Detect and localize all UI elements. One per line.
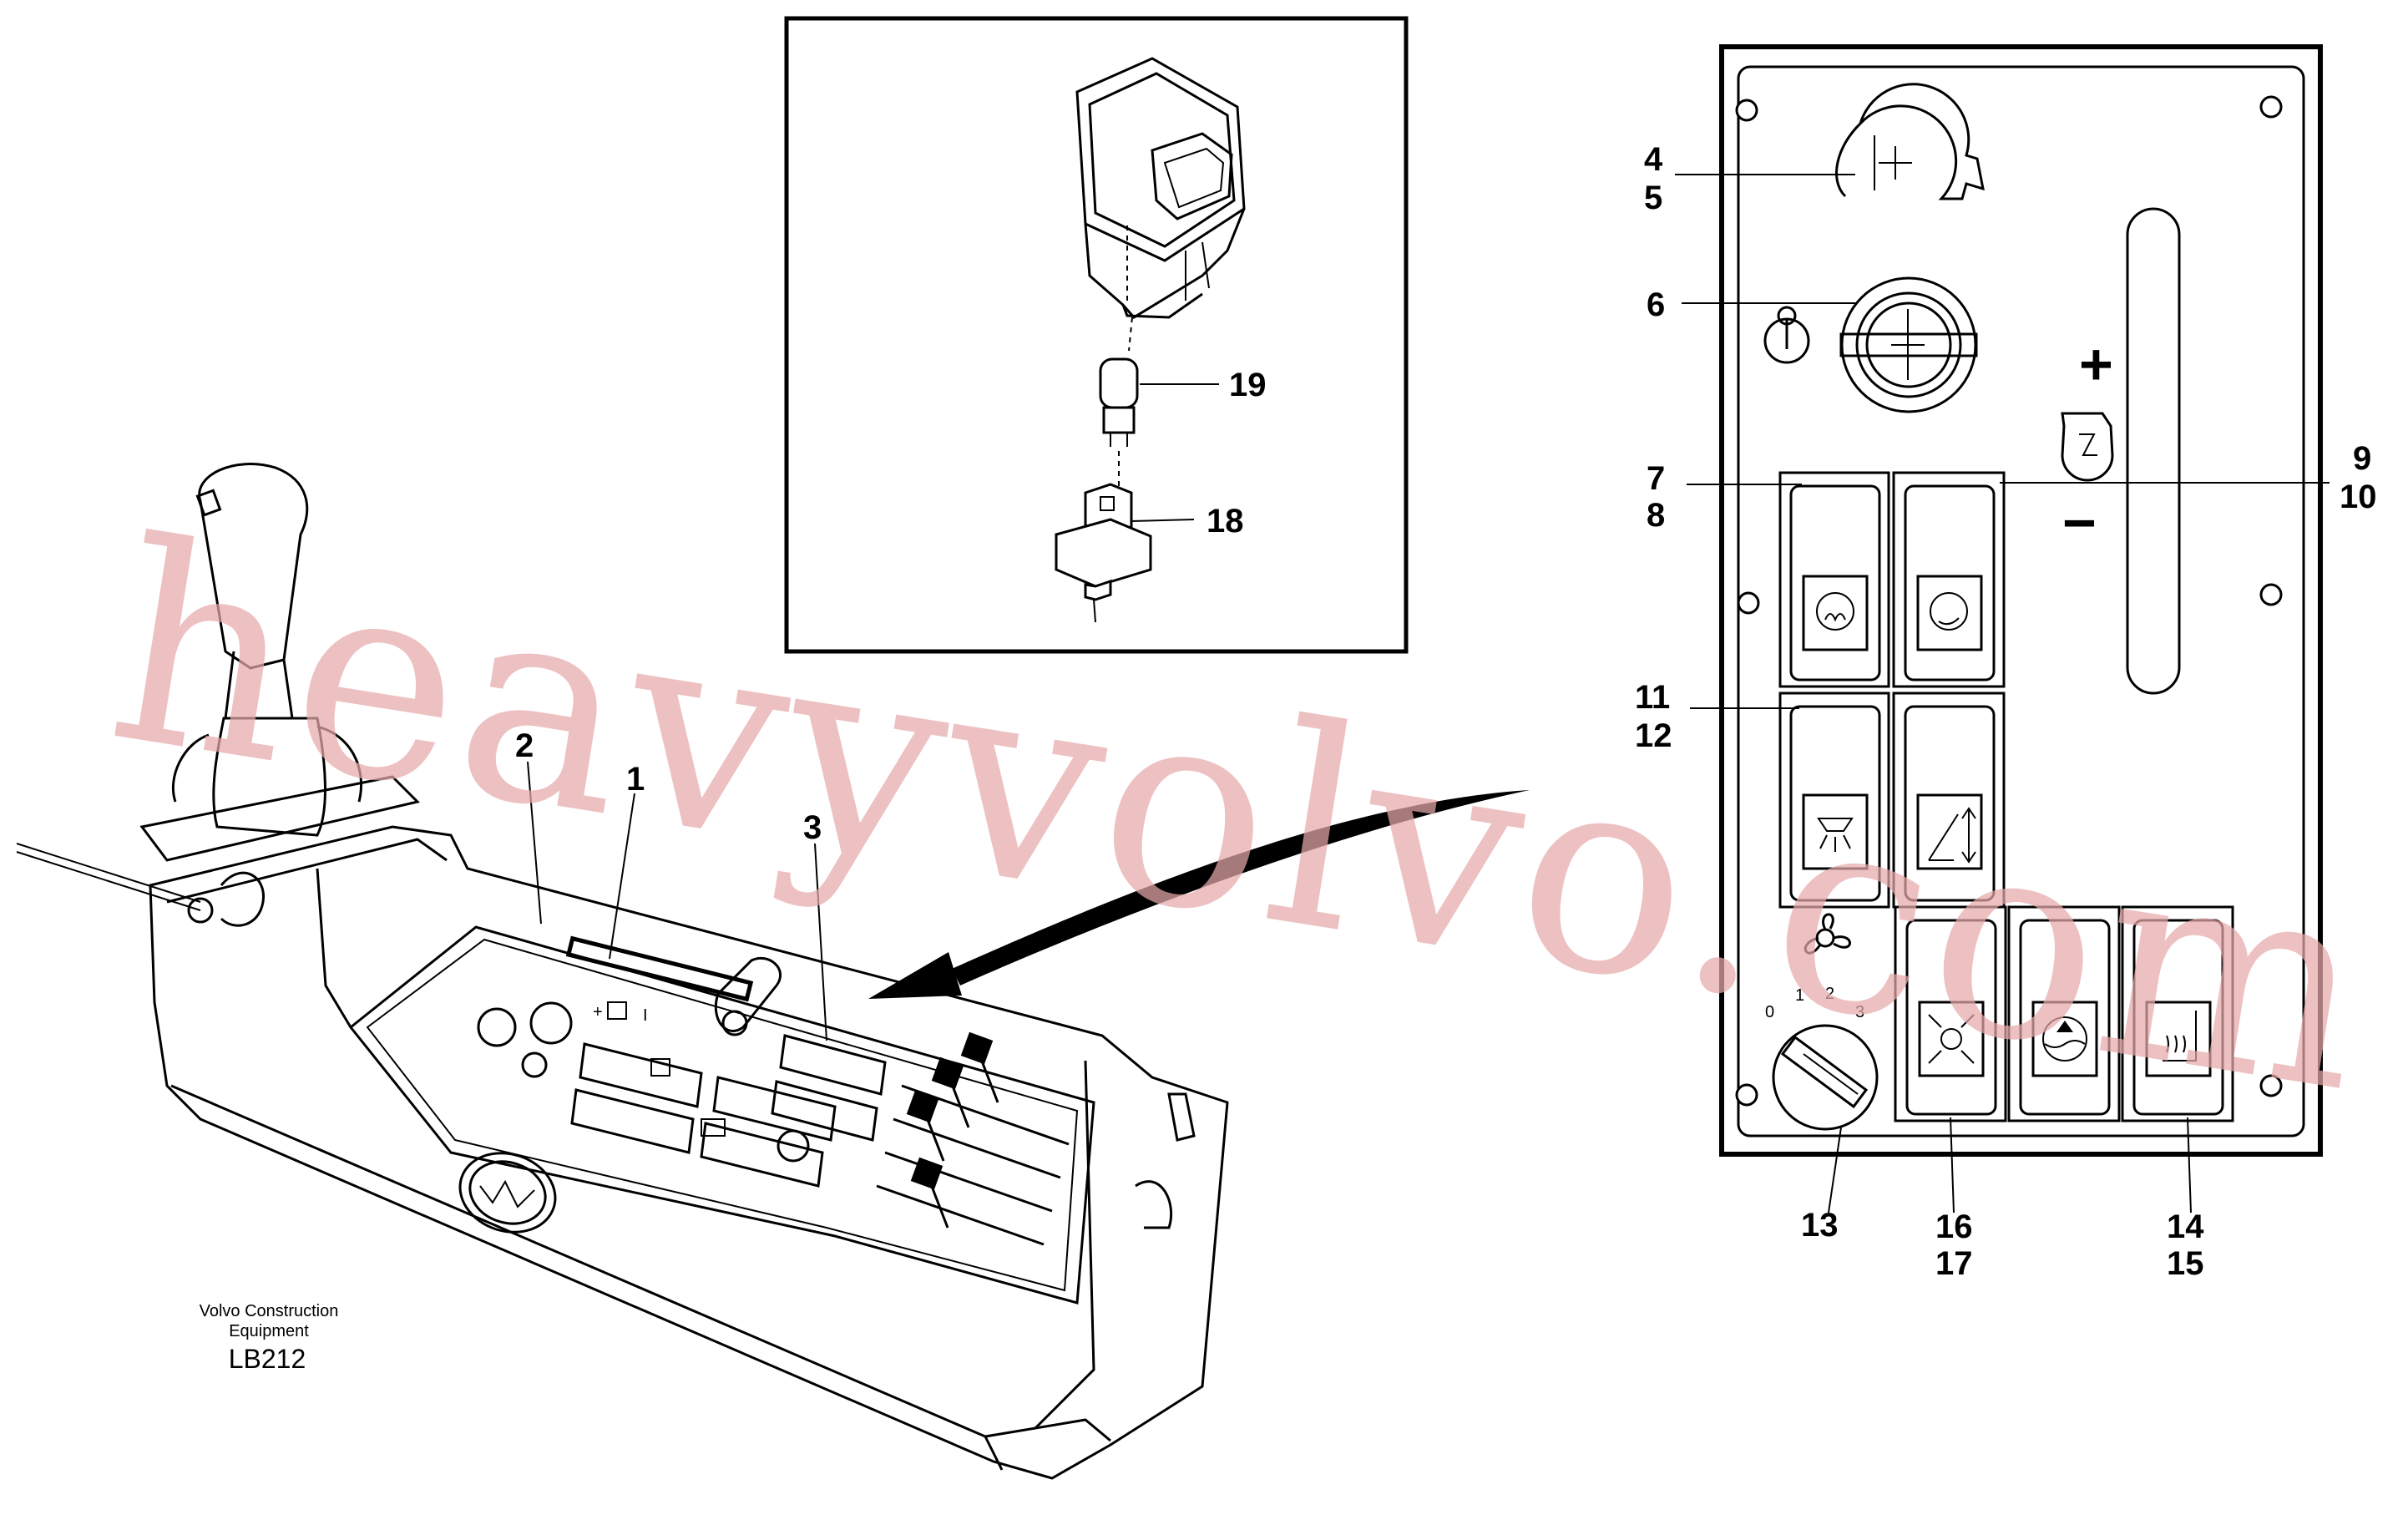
fan-scale-0: 0	[1765, 1003, 1774, 1021]
callout-4: 4	[1644, 141, 1663, 178]
callout-15: 15	[2167, 1245, 2204, 1282]
console-switch-blocks	[570, 1034, 887, 1188]
callout-7: 7	[1647, 460, 1665, 497]
callout-16: 16	[1935, 1208, 1973, 1245]
panel-mounting-holes	[1735, 95, 2283, 1107]
switch-panel-drawing: + −	[1635, 44, 2377, 1282]
callout-18: 18	[1207, 503, 1244, 540]
console-levers	[876, 1031, 1070, 1246]
rocker-switch-7-8	[1778, 471, 1890, 688]
slider-plus-mark: +	[2079, 332, 2113, 397]
callout-14: 14	[2167, 1208, 2204, 1245]
bulb-socket-drawing	[1055, 483, 1152, 623]
callout-12: 12	[1635, 717, 1672, 754]
fan-scale-1: 1	[1795, 986, 1804, 1005]
callout-5: 5	[1644, 180, 1662, 216]
pointer-arrow	[868, 743, 1530, 999]
callout-1: 1	[626, 761, 645, 798]
credit-line-1: Volvo Construction	[200, 1302, 339, 1320]
volvo-emblem-drawing	[458, 1152, 557, 1234]
console-one-mark: I	[643, 1006, 648, 1025]
fan-scale-2: 2	[1825, 985, 1834, 1003]
ignition-lock-drawing	[1763, 276, 1978, 413]
console-drawing: + I	[16, 463, 1229, 1480]
rocker-switch-9-10	[1892, 471, 2006, 688]
fan-scale-3: 3	[1855, 1003, 1864, 1021]
credit-line-2: Equipment	[229, 1322, 309, 1340]
slider-minus-mark: −	[2062, 490, 2097, 555]
callout-3: 3	[803, 809, 822, 846]
bulb-drawing	[1099, 357, 1139, 489]
callout-11: 11	[1635, 679, 1670, 716]
switch-detail-inset: 19 18	[784, 16, 1409, 654]
callout-10: 10	[2340, 479, 2377, 515]
fan-speed-knob-drawing: 0 1 2 3	[1765, 913, 1879, 1131]
callout-9: 9	[2353, 440, 2371, 477]
console-plus-mark: +	[593, 1003, 603, 1021]
rocker-switch-11-12	[1778, 692, 1890, 909]
rocker-switch-14-15	[2121, 905, 2234, 1122]
publisher-credit: Volvo Construction Equipment LB212	[200, 1302, 339, 1374]
callout-17: 17	[1935, 1245, 1973, 1282]
callout-13: 13	[1801, 1207, 1839, 1244]
ignition-cap-drawing	[1835, 83, 1985, 200]
throttle-slider-drawing: + −	[2061, 207, 2181, 695]
rocker-switch-middle	[2007, 905, 2121, 1122]
callout-19: 19	[1229, 367, 1267, 403]
callout-6: 6	[1647, 286, 1665, 323]
diagram-code: LB212	[229, 1344, 306, 1374]
callout-2: 2	[515, 727, 534, 764]
callout-8: 8	[1647, 497, 1665, 534]
rocker-switch-drawing	[1075, 57, 1246, 352]
